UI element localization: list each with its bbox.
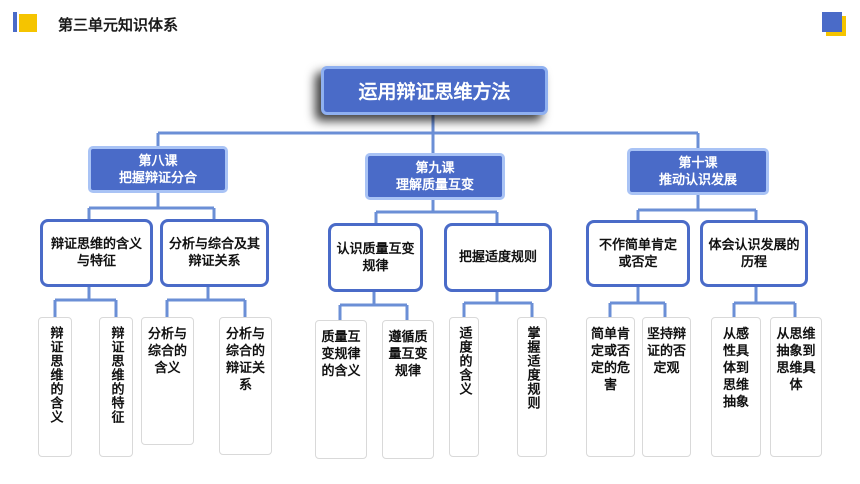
corner-decoration-left [13,12,39,34]
leaf-node: 遵循质量互变规律 [382,320,434,459]
root-label: 运用辩证思维方法 [358,81,511,103]
topic-node: 认识质量互变规律 [328,223,423,292]
leaf-node: 质量互变规律的含义 [315,320,367,459]
leaf-node: 从感性具体到思维抽象 [711,317,761,457]
lesson-title: 理解质量互变 [395,177,474,193]
leaf-node: 辩证思维的含义 [38,317,72,457]
corner-decoration-right [822,12,848,36]
page-title: 第三单元知识体系 [58,16,179,34]
leaf-node: 简单肯定或否定的危害 [586,317,635,457]
leaf-node: 坚持辩证的否定观 [642,317,691,457]
topic-node: 分析与综合及其辩证关系 [160,219,269,287]
lesson-number: 第八课 [138,153,178,169]
leaf-node: 从思维抽象到思维具体 [770,317,822,457]
lesson-node-10: 第十课 推动认识发展 [627,148,769,195]
lesson-title: 推动认识发展 [658,172,737,188]
leaf-node: 辩证思维的特征 [99,317,133,457]
root-node: 运用辩证思维方法 [321,66,548,115]
leaf-node: 分析与综合的辩证关系 [219,317,272,455]
lesson-node-9: 第九课 理解质量互变 [365,153,505,200]
topic-node: 辩证思维的含义与特征 [40,219,153,287]
lesson-number: 第九课 [415,160,455,176]
leaf-node: 分析与综合的含义 [141,317,194,445]
topic-node: 不作简单肯定或否定 [586,220,690,287]
lesson-number: 第十课 [678,155,718,171]
topic-node: 把握适度规则 [444,223,552,292]
leaf-node: 掌握适度规则 [517,317,547,457]
lesson-title: 把握辩证分合 [118,170,197,186]
topic-node: 体会认识发展的历程 [700,220,808,287]
leaf-node: 适度的含义 [449,317,479,457]
lesson-node-8: 第八课 把握辩证分合 [88,146,228,193]
